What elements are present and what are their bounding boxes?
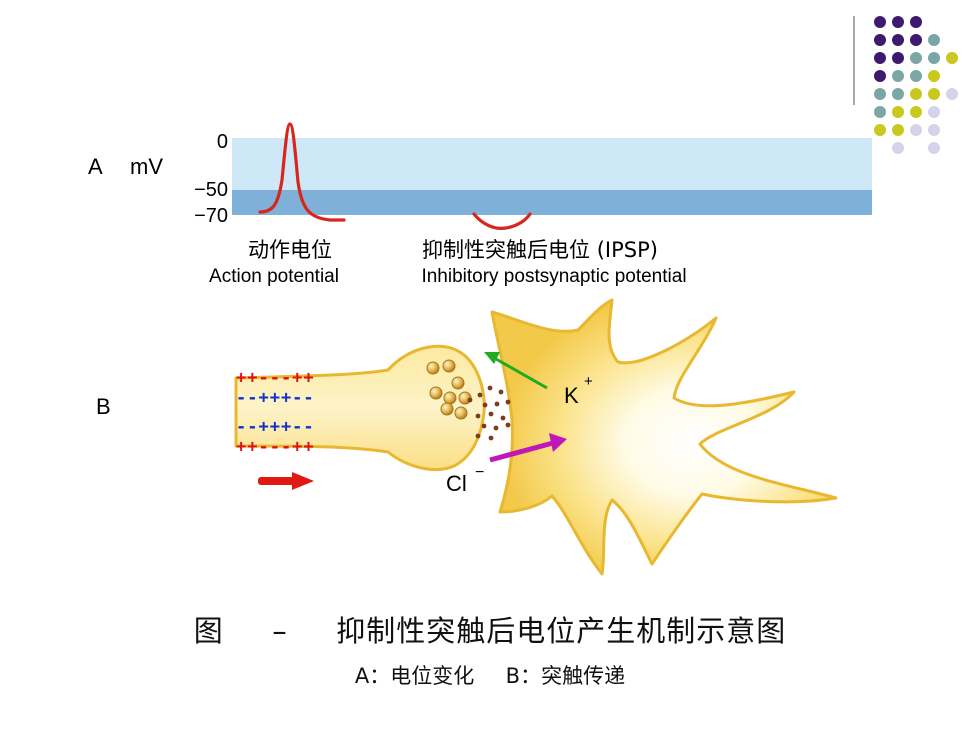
tick-0: 0 xyxy=(217,131,228,153)
figure-label: 图 xyxy=(193,614,224,648)
panel-a: A mV 0 −50 −70 动作电位 Action potential 抑制性… xyxy=(88,122,872,287)
tick-minus50: −50 xyxy=(194,179,228,201)
charge-row-2: --+++-- xyxy=(236,388,315,408)
k-charge: + xyxy=(584,373,593,390)
action-potential-cn: 动作电位 xyxy=(248,238,332,262)
tick-minus70: −70 xyxy=(194,205,228,227)
charge-row-3: --+++-- xyxy=(236,417,315,437)
action-potential-en: Action potential xyxy=(209,266,339,287)
figure-caption: 图 – 抑制性突触后电位产生机制示意图 xyxy=(0,608,980,650)
synaptic-vesicles xyxy=(426,359,472,420)
cl-charge: − xyxy=(475,464,484,481)
subcaption-part-b: B：突触传递 xyxy=(505,664,626,688)
resting-band xyxy=(232,190,872,215)
presynaptic-terminal xyxy=(234,344,486,471)
cl-influx-arrow xyxy=(489,433,567,463)
figure-subcaption: A：电位变化 B：突触传递 xyxy=(0,660,980,690)
ipsp-en: Inhibitory postsynaptic potential xyxy=(421,266,686,287)
decor-dot-grid xyxy=(874,16,958,154)
panel-a-letter: A xyxy=(88,154,103,179)
k-ion-label: K xyxy=(564,383,579,408)
ipsp-cn: 抑制性突触后电位 (IPSP) xyxy=(422,238,658,262)
depolarized-band xyxy=(232,138,872,190)
neurotransmitter-dots xyxy=(467,385,511,441)
subcaption-part-a: A：电位变化 xyxy=(354,664,475,688)
figure-dash: – xyxy=(272,614,288,648)
propagation-arrow xyxy=(258,472,314,490)
figure-title: 抑制性突触后电位产生机制示意图 xyxy=(336,614,787,648)
postsynaptic-neuron xyxy=(490,298,838,576)
k-efflux-arrow xyxy=(484,352,548,390)
charge-row-1: ++---++ xyxy=(236,368,315,388)
panel-b-letter: B xyxy=(96,394,111,419)
cl-ion-label: Cl xyxy=(446,471,467,496)
unit-label: mV xyxy=(130,154,163,179)
panel-b: B ++---++ --+++-- --+++-- xyxy=(96,298,838,576)
ipsp-trace xyxy=(472,212,532,230)
action-potential-trace xyxy=(258,122,346,222)
charge-row-4: ++---++ xyxy=(236,437,315,457)
membrane-charges: ++---++ --+++-- --+++-- ++---++ xyxy=(236,368,315,457)
